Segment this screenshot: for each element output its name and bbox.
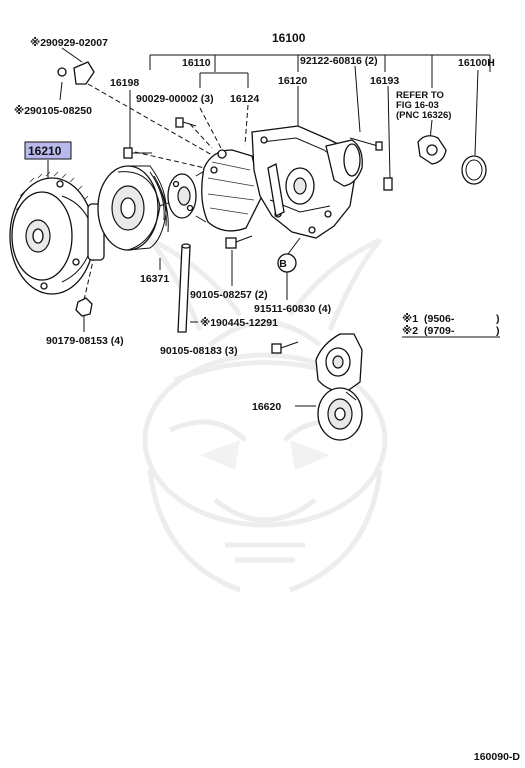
watermark-emblem — [142, 237, 388, 593]
hub-flange — [167, 169, 207, 223]
pulley-16371 — [97, 165, 169, 251]
note-1-text: (9506- — [424, 313, 455, 325]
label-16100: 16100 — [272, 31, 306, 45]
label-16620: 16620 — [252, 401, 281, 413]
note-2-close: ) — [496, 325, 500, 337]
label-16124: 16124 — [230, 93, 259, 105]
label-90029: 90029-00002 (3) — [136, 93, 214, 105]
label-90105-08257: 90105-08257 (2) — [190, 289, 268, 301]
label-190445: ※190445-12291 — [200, 317, 278, 329]
label-92122: 92122-60816 (2) — [300, 55, 378, 67]
label-16210: 16210 — [28, 144, 62, 158]
label-16193: 16193 — [370, 75, 399, 87]
label-91511: 91511-60830 (4) — [254, 303, 331, 315]
label-90179: 90179-08153 (4) — [46, 335, 124, 347]
label-90105-08183: 90105-08183 (3) — [160, 345, 238, 357]
note-2-text: (9709- — [424, 325, 455, 337]
label-290929: ※290929-02007 — [30, 37, 108, 49]
label-refer-3: (PNC 16326) — [396, 110, 451, 121]
label-circle-b: B — [279, 258, 287, 270]
label-16198: 16198 — [110, 77, 139, 89]
diagram-code: 160090-D — [474, 751, 521, 763]
fan-clutch-16210 — [9, 171, 105, 295]
part-highlight — [24, 141, 72, 160]
gaskets — [417, 135, 487, 185]
reference-circle — [277, 253, 297, 273]
label-16110: 16110 — [182, 57, 211, 69]
label-16371: 16371 — [140, 273, 169, 285]
label-16100h: 16100H — [458, 57, 495, 69]
part-labels: ※290929-02007 16100 16110 92122-60816 (2… — [14, 31, 495, 413]
note-2-mark: ※2 — [402, 325, 418, 337]
bolts — [57, 61, 393, 354]
bypass-pipe-190445 — [177, 243, 191, 333]
idler-pulley-16620 — [315, 333, 363, 441]
date-notes: ※1 (9506- ) ※2 (9709- ) — [402, 313, 500, 337]
label-refer-1: REFER TO — [396, 90, 444, 101]
note-1-mark: ※1 — [402, 313, 418, 325]
label-16120: 16120 — [278, 75, 307, 87]
label-290105: ※290105-08250 — [14, 105, 92, 117]
water-pump-assembly — [201, 125, 363, 239]
note-1-close: ) — [496, 313, 500, 325]
label-refer-2: FIG 16-03 — [396, 100, 439, 111]
